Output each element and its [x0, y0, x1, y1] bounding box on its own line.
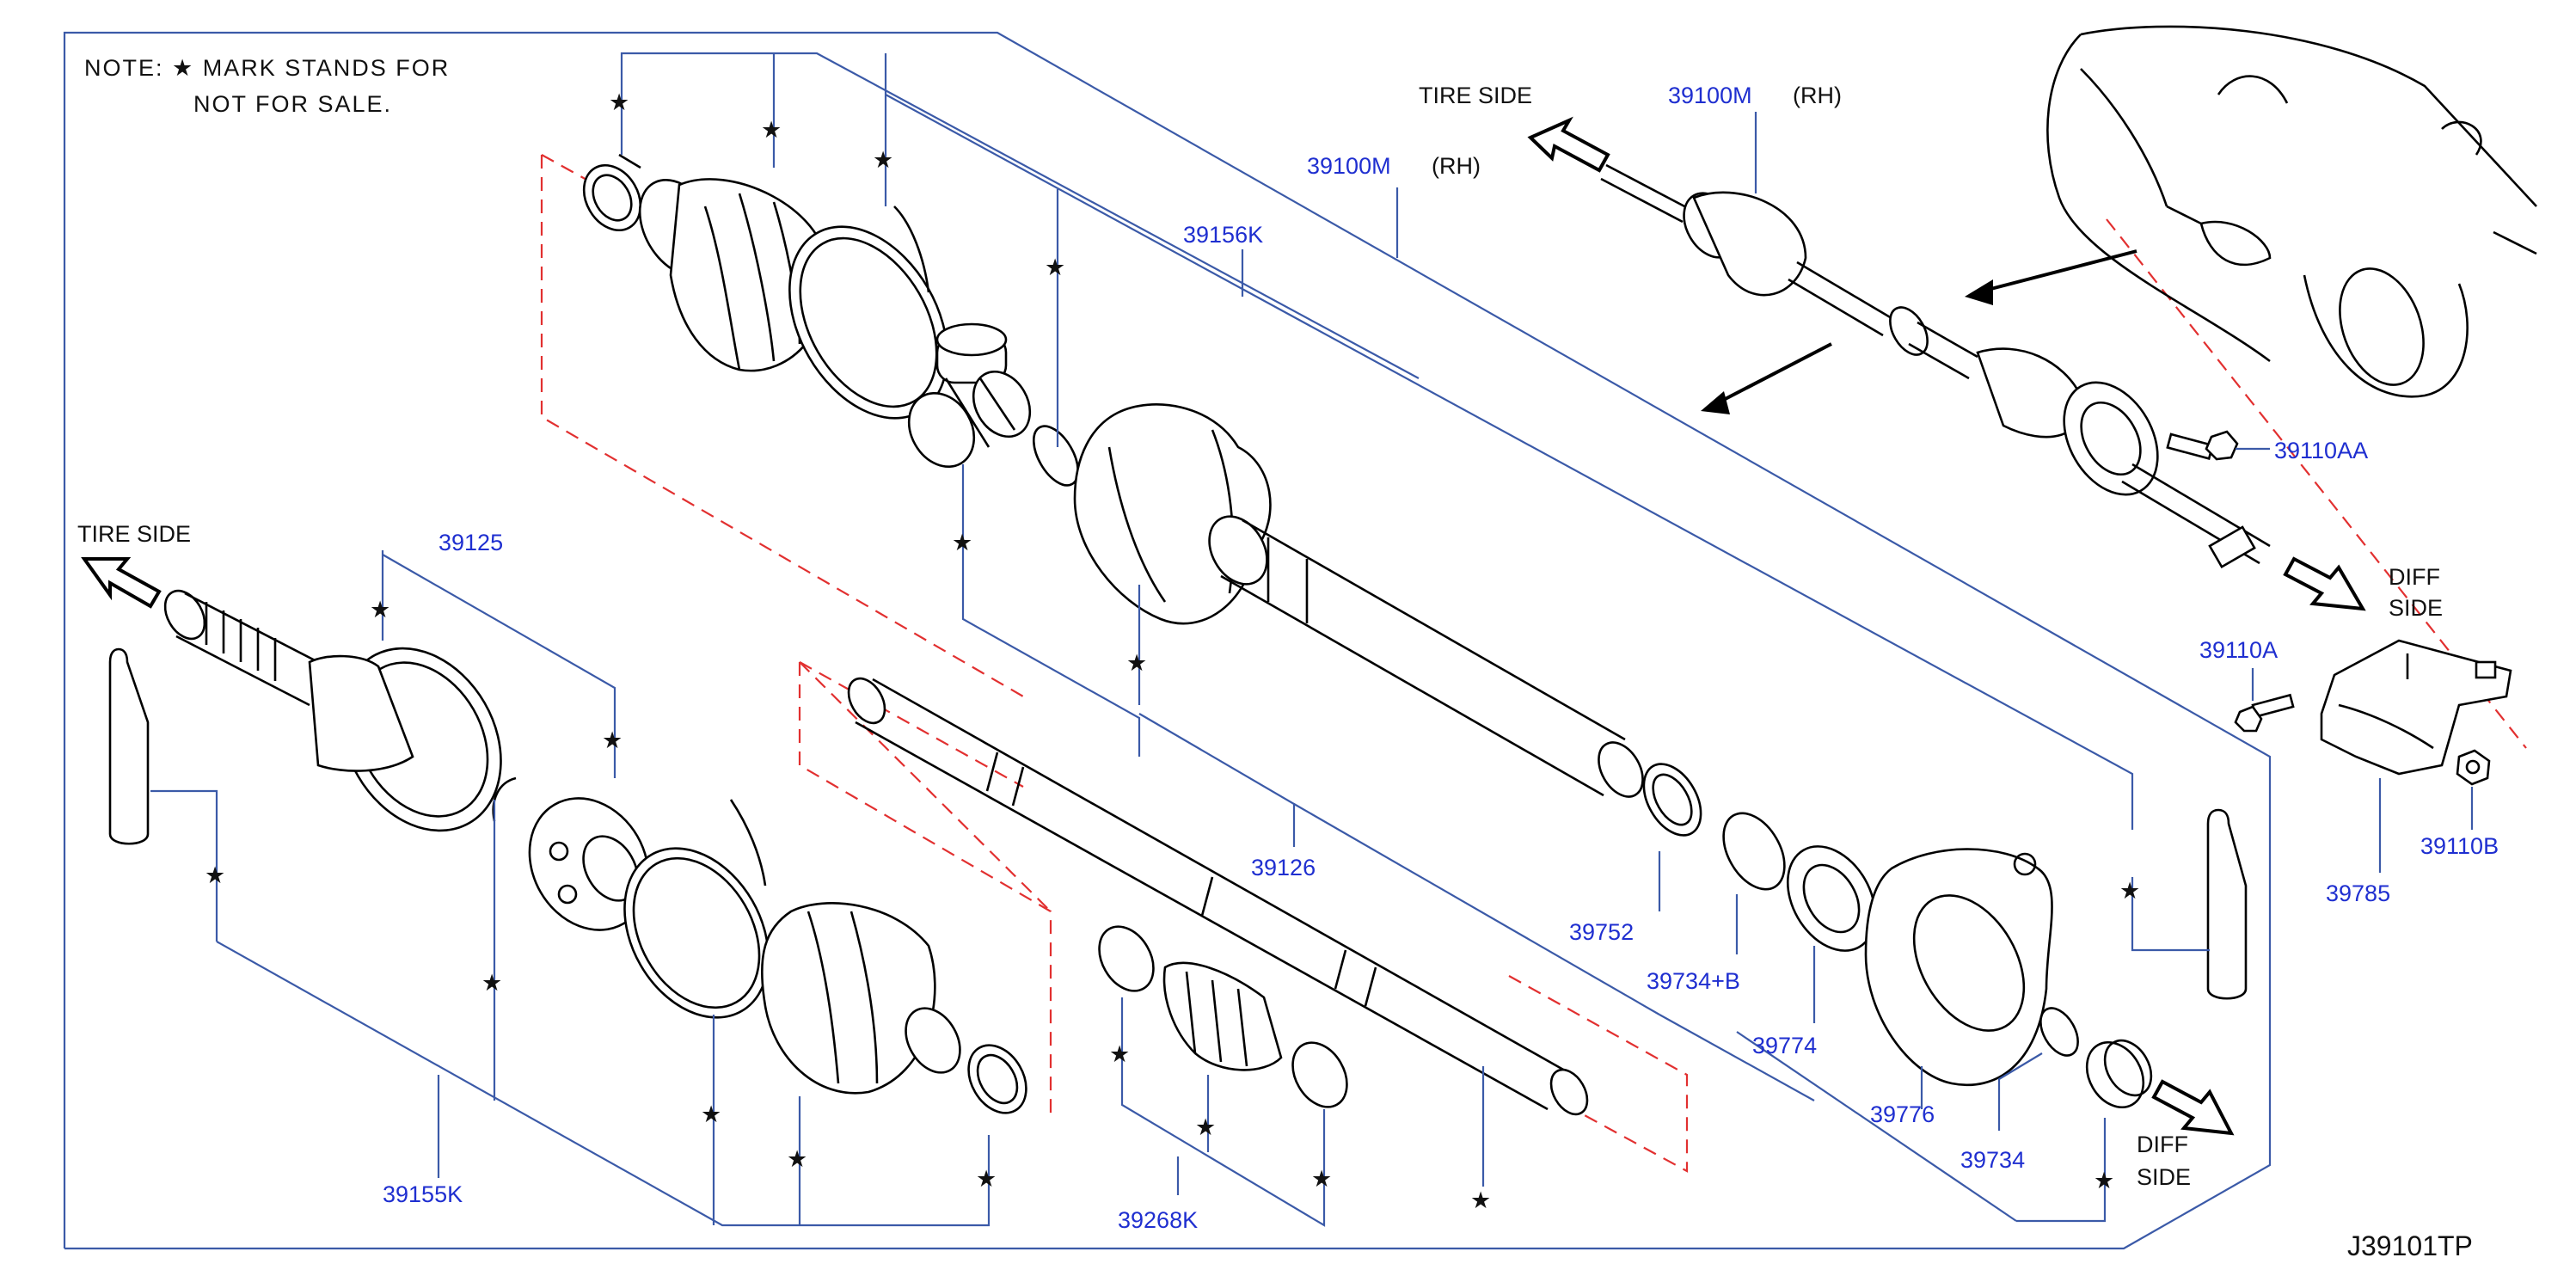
label-39752[interactable]: 39752: [1569, 919, 1634, 945]
boot-upper: [638, 178, 829, 372]
diff-side-label-right-2: SIDE: [2389, 595, 2443, 621]
boot-band-lower-small: [967, 1044, 1027, 1114]
label-39785[interactable]: 39785: [2326, 880, 2390, 906]
star-mark: ★: [787, 1146, 807, 1172]
label-39268K[interactable]: 39268K: [1118, 1207, 1198, 1233]
ring-39752: [1642, 763, 1702, 837]
assembled-drive-shaft: [1600, 163, 2271, 569]
tire-side-label-left: TIRE SIDE: [77, 521, 191, 547]
tire-side-label-top: TIRE SIDE: [1419, 83, 1532, 108]
not-for-sale-stars: ★ ★ ★ ★ ★ ★ ★ ★ ★ ★ ★ ★ ★ ★ ★ ★ ★ ★ ★: [205, 89, 2140, 1213]
star-mark: ★: [2094, 1168, 2114, 1193]
label-39110AA[interactable]: 39110AA: [2274, 438, 2368, 463]
shaft-39126: [847, 677, 1589, 1116]
circlip-39734: [2039, 1007, 2079, 1057]
nut-39110b: [2456, 749, 2491, 786]
tube-right: [2206, 808, 2248, 1000]
label-39155K[interactable]: 39155K: [383, 1181, 463, 1207]
boot-lower: [760, 902, 961, 1095]
outer-cv-joint: [163, 589, 502, 832]
star-mark: ★: [481, 970, 502, 996]
label-39110B[interactable]: 39110B: [2420, 833, 2499, 859]
star-mark: ★: [370, 597, 390, 623]
label-39734[interactable]: 39734: [1960, 1147, 2025, 1173]
circlip-upper: [1032, 425, 1080, 487]
label-39156K[interactable]: 39156K: [1183, 222, 1263, 248]
boot-band-lower-large: [623, 799, 770, 1019]
star-mark: ★: [761, 117, 782, 143]
bolt-39110aa: [2166, 430, 2239, 461]
star-mark: ★: [976, 1166, 997, 1192]
direction-arrows: [1701, 249, 2137, 414]
diff-side-label-bottom-1: DIFF: [2137, 1132, 2188, 1157]
star-mark: ★: [952, 530, 972, 555]
bearing-39774: [1786, 845, 1877, 952]
assembly-border: [63, 31, 2272, 1250]
label-39774[interactable]: 39774: [1752, 1033, 1817, 1058]
outer-housing-upper: [1073, 403, 1644, 798]
label-39734B[interactable]: 39734+B: [1647, 968, 1740, 994]
circlip-39734b: [1722, 812, 1786, 891]
seal-right: [2085, 1039, 2153, 1109]
bolt-39110a: [2234, 693, 2295, 733]
label-39126[interactable]: 39126: [1251, 855, 1316, 880]
boot-kit-39268k: [1098, 925, 1348, 1108]
tripod-joint: [907, 322, 1032, 469]
star-mark: ★: [1126, 650, 1147, 676]
dashed-guide-upper: [540, 155, 1024, 697]
boot-band-upper-small: [582, 153, 642, 232]
label-39100M-top-rh: (RH): [1793, 83, 1842, 108]
tire-side-arrow-left: [81, 557, 162, 609]
vehicle-front-sketch: [2046, 25, 2537, 398]
star-mark: ★: [701, 1101, 721, 1127]
star-mark: ★: [2119, 878, 2140, 904]
note-line-2: NOT FOR SALE.: [193, 91, 392, 117]
star-mark: ★: [609, 89, 629, 115]
tube-left: [108, 647, 150, 845]
star-mark: ★: [1195, 1114, 1216, 1140]
bracket-39785: [2320, 639, 2512, 776]
diff-side-arrow-right: [2283, 556, 2366, 611]
star-mark: ★: [1470, 1187, 1491, 1213]
note-line-1: NOTE: ★ MARK STANDS FOR: [84, 55, 450, 81]
label-39100M-top[interactable]: 39100M: [1668, 83, 1752, 108]
star-mark: ★: [1311, 1166, 1332, 1192]
label-39776[interactable]: 39776: [1870, 1101, 1935, 1127]
star-mark: ★: [205, 862, 225, 888]
label-39100M-mid-rh: (RH): [1432, 153, 1481, 179]
star-mark: ★: [873, 147, 893, 173]
star-mark: ★: [602, 727, 623, 753]
inner-race-cage: [528, 797, 650, 931]
dashed-guide-middle-3: [799, 661, 1024, 788]
label-39125[interactable]: 39125: [439, 530, 503, 555]
bearing-housing-39776: [1864, 848, 2053, 1087]
boot-band-upper-large: [788, 206, 948, 420]
tire-side-arrow-top: [1527, 116, 1610, 173]
diagram-id: J39101TP: [2347, 1230, 2473, 1261]
dashed-guide-middle-2: [799, 661, 1052, 912]
dashed-guide-middle: [798, 662, 1052, 1118]
leader-lines: [150, 52, 2474, 1227]
diff-side-label-right-1: DIFF: [2389, 564, 2440, 590]
label-39100M-mid[interactable]: 39100M: [1307, 153, 1391, 179]
diff-side-arrow-bottom: [2151, 1079, 2235, 1136]
star-mark: ★: [1109, 1041, 1130, 1067]
dashed-guide-right: [1508, 975, 1689, 1173]
star-mark: ★: [1045, 255, 1065, 280]
diff-side-label-bottom-2: SIDE: [2137, 1164, 2191, 1190]
label-39110A[interactable]: 39110A: [2199, 637, 2278, 663]
